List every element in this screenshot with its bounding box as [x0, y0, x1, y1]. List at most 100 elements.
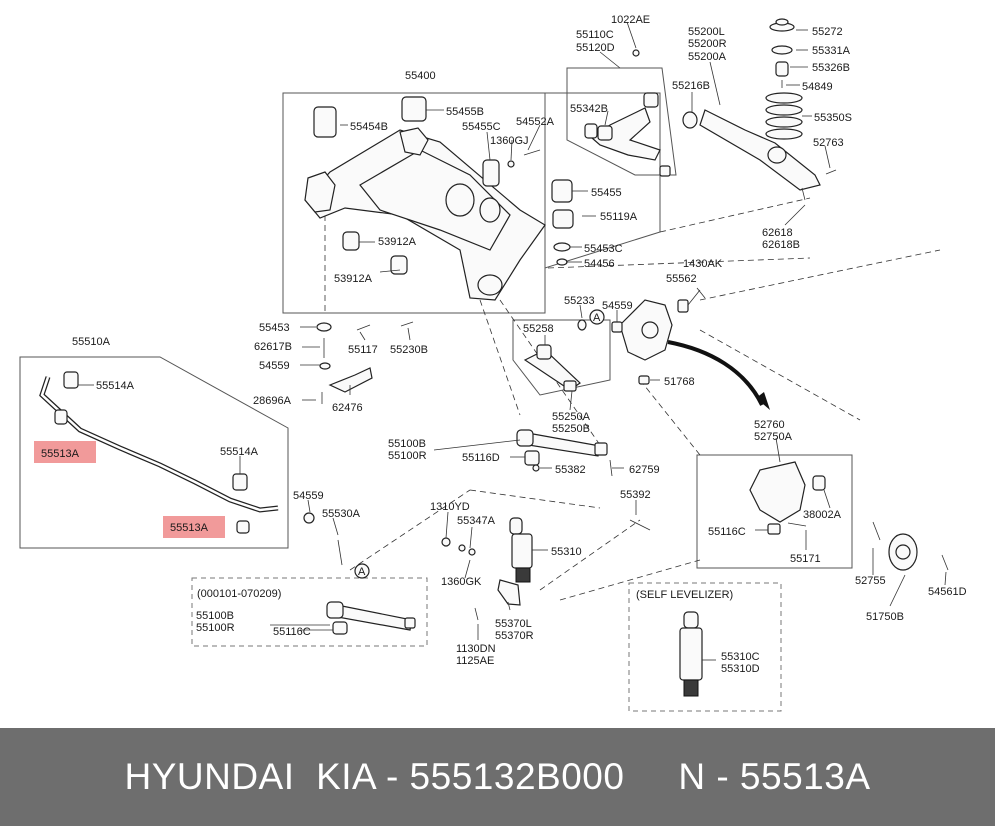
- upper-arm-box: [566, 67, 677, 176]
- label-54559-a: 54559: [602, 300, 633, 312]
- label-51768: 51768: [664, 376, 695, 388]
- label-55119A: 55119A: [600, 211, 638, 223]
- label-55100B: 55100B: [388, 438, 426, 450]
- label-55258: 55258: [523, 323, 554, 335]
- lateral-link-55250A: [523, 344, 581, 392]
- label-28696A: 28696A: [253, 395, 292, 407]
- label-62617B: 62617B: [254, 341, 292, 353]
- knuckle: [577, 299, 770, 410]
- label-55200R: 55200R: [688, 38, 727, 50]
- carrier-box: [696, 454, 853, 569]
- label-55510A: 55510A: [72, 336, 111, 348]
- label-62759: 62759: [629, 464, 660, 476]
- label-55453C: 55453C: [584, 243, 623, 255]
- label-55342B: 55342B: [570, 103, 608, 115]
- label-53912A-b: 53912A: [334, 273, 373, 285]
- label-55513A-b: 55513A: [170, 522, 209, 534]
- highlight-55513A-lower: [163, 516, 225, 538]
- label-55310: 55310: [551, 546, 582, 558]
- leader-lines: [78, 21, 947, 661]
- label-53912A-a: 53912A: [378, 236, 417, 248]
- self-levelizer-box: [628, 582, 782, 712]
- label-55514A-a: 55514A: [96, 380, 135, 392]
- label-1360GJ: 1360GJ: [490, 135, 529, 147]
- label-52755: 52755: [855, 575, 886, 587]
- rear-carrier: [749, 461, 826, 535]
- label-52750A: 52750A: [754, 431, 793, 443]
- label-55530A: 55530A: [322, 508, 361, 520]
- misc-hardware: [303, 287, 706, 621]
- label-62618B: 62618B: [762, 239, 800, 251]
- label-55200A: 55200A: [688, 51, 727, 63]
- label-62618: 62618: [762, 227, 793, 239]
- label-55513A-a: 55513A: [41, 448, 80, 460]
- ref-a-circle-2: [354, 563, 370, 579]
- coil-spring: [765, 18, 803, 140]
- label-ref-a-2: A: [358, 566, 366, 578]
- label-54559-c: 54559: [293, 490, 324, 502]
- subframe-outline: [282, 92, 546, 314]
- label-55350S: 55350S: [814, 112, 852, 124]
- label-1430AK: 1430AK: [683, 258, 723, 270]
- label-1022AE: 1022AE: [611, 14, 650, 26]
- shock-absorber-self-levelizer: [679, 611, 703, 697]
- label-1310YD: 1310YD: [430, 501, 470, 513]
- label-51750B: 51750B: [866, 611, 904, 623]
- label-55171: 55171: [790, 553, 821, 565]
- bushings: [313, 96, 574, 275]
- label-55310D: 55310D: [721, 663, 760, 675]
- label-55116D: 55116D: [462, 452, 500, 464]
- label-55230B: 55230B: [390, 344, 428, 356]
- label-1130DN: 1130DN: [456, 643, 496, 655]
- label-52760: 52760: [754, 419, 785, 431]
- label-variant-range: (000101-070209): [197, 588, 281, 600]
- label-ref-a-1: A: [593, 312, 601, 324]
- label-52763: 52763: [813, 137, 844, 149]
- crossmember-subframe: [304, 127, 546, 301]
- highlight-55513A-upper: [34, 441, 96, 463]
- label-55310C: 55310C: [721, 651, 760, 663]
- stabilizer-bar: [39, 371, 279, 534]
- label-55100R-variant: 55100R: [196, 622, 235, 634]
- parts-diagram: 1022AE 55110C 55120D 55200L 55200R 55200…: [19, 14, 967, 712]
- variant-lower-link: [326, 601, 416, 635]
- label-55233: 55233: [564, 295, 595, 307]
- label-55382: 55382: [555, 464, 586, 476]
- label-38002A: 38002A: [803, 509, 842, 521]
- label-55392: 55392: [620, 489, 651, 501]
- label-55100R: 55100R: [388, 450, 427, 462]
- label-55200L: 55200L: [688, 26, 725, 38]
- label-55400: 55400: [405, 70, 436, 82]
- label-55455C: 55455C: [462, 121, 501, 133]
- label-1125AE: 1125AE: [456, 655, 494, 667]
- shock-absorber-55310: [509, 517, 533, 583]
- label-55116C: 55116C: [708, 526, 746, 538]
- upper-arm: [584, 49, 671, 177]
- label-54849: 54849: [802, 81, 833, 93]
- label-self-levelizer: (SELF LEVELIZER): [636, 589, 733, 601]
- label-55347A: 55347A: [457, 515, 496, 527]
- label-55117: 55117: [348, 344, 378, 356]
- label-55250B: 55250B: [552, 423, 590, 435]
- label-62476: 62476: [332, 402, 363, 414]
- lower-link-55100B: [516, 429, 613, 477]
- variant-box: [191, 577, 428, 647]
- label-55455B: 55455B: [446, 106, 484, 118]
- label-55326B: 55326B: [812, 62, 850, 74]
- label-55455: 55455: [591, 187, 622, 199]
- label-55116C-variant: 55116C: [273, 626, 311, 638]
- label-55370L: 55370L: [495, 618, 532, 630]
- label-1360GK: 1360GK: [441, 576, 482, 588]
- label-55454B: 55454B: [350, 121, 388, 133]
- wheel-hub: [872, 521, 949, 571]
- label-55100B-variant: 55100B: [196, 610, 234, 622]
- label-54456: 54456: [584, 258, 615, 270]
- label-55110C: 55110C: [576, 29, 614, 41]
- label-55562: 55562: [666, 273, 697, 285]
- part-number-footer: HYUNDAI KIA - 555132B000 N - 55513A: [0, 728, 995, 826]
- label-55514A-b: 55514A: [220, 446, 259, 458]
- label-54561D: 54561D: [928, 586, 967, 598]
- label-54559-b: 54559: [259, 360, 290, 372]
- callout-labels: 1022AE 55110C 55120D 55200L 55200R 55200…: [41, 14, 967, 675]
- stabilizer-box: [19, 356, 289, 549]
